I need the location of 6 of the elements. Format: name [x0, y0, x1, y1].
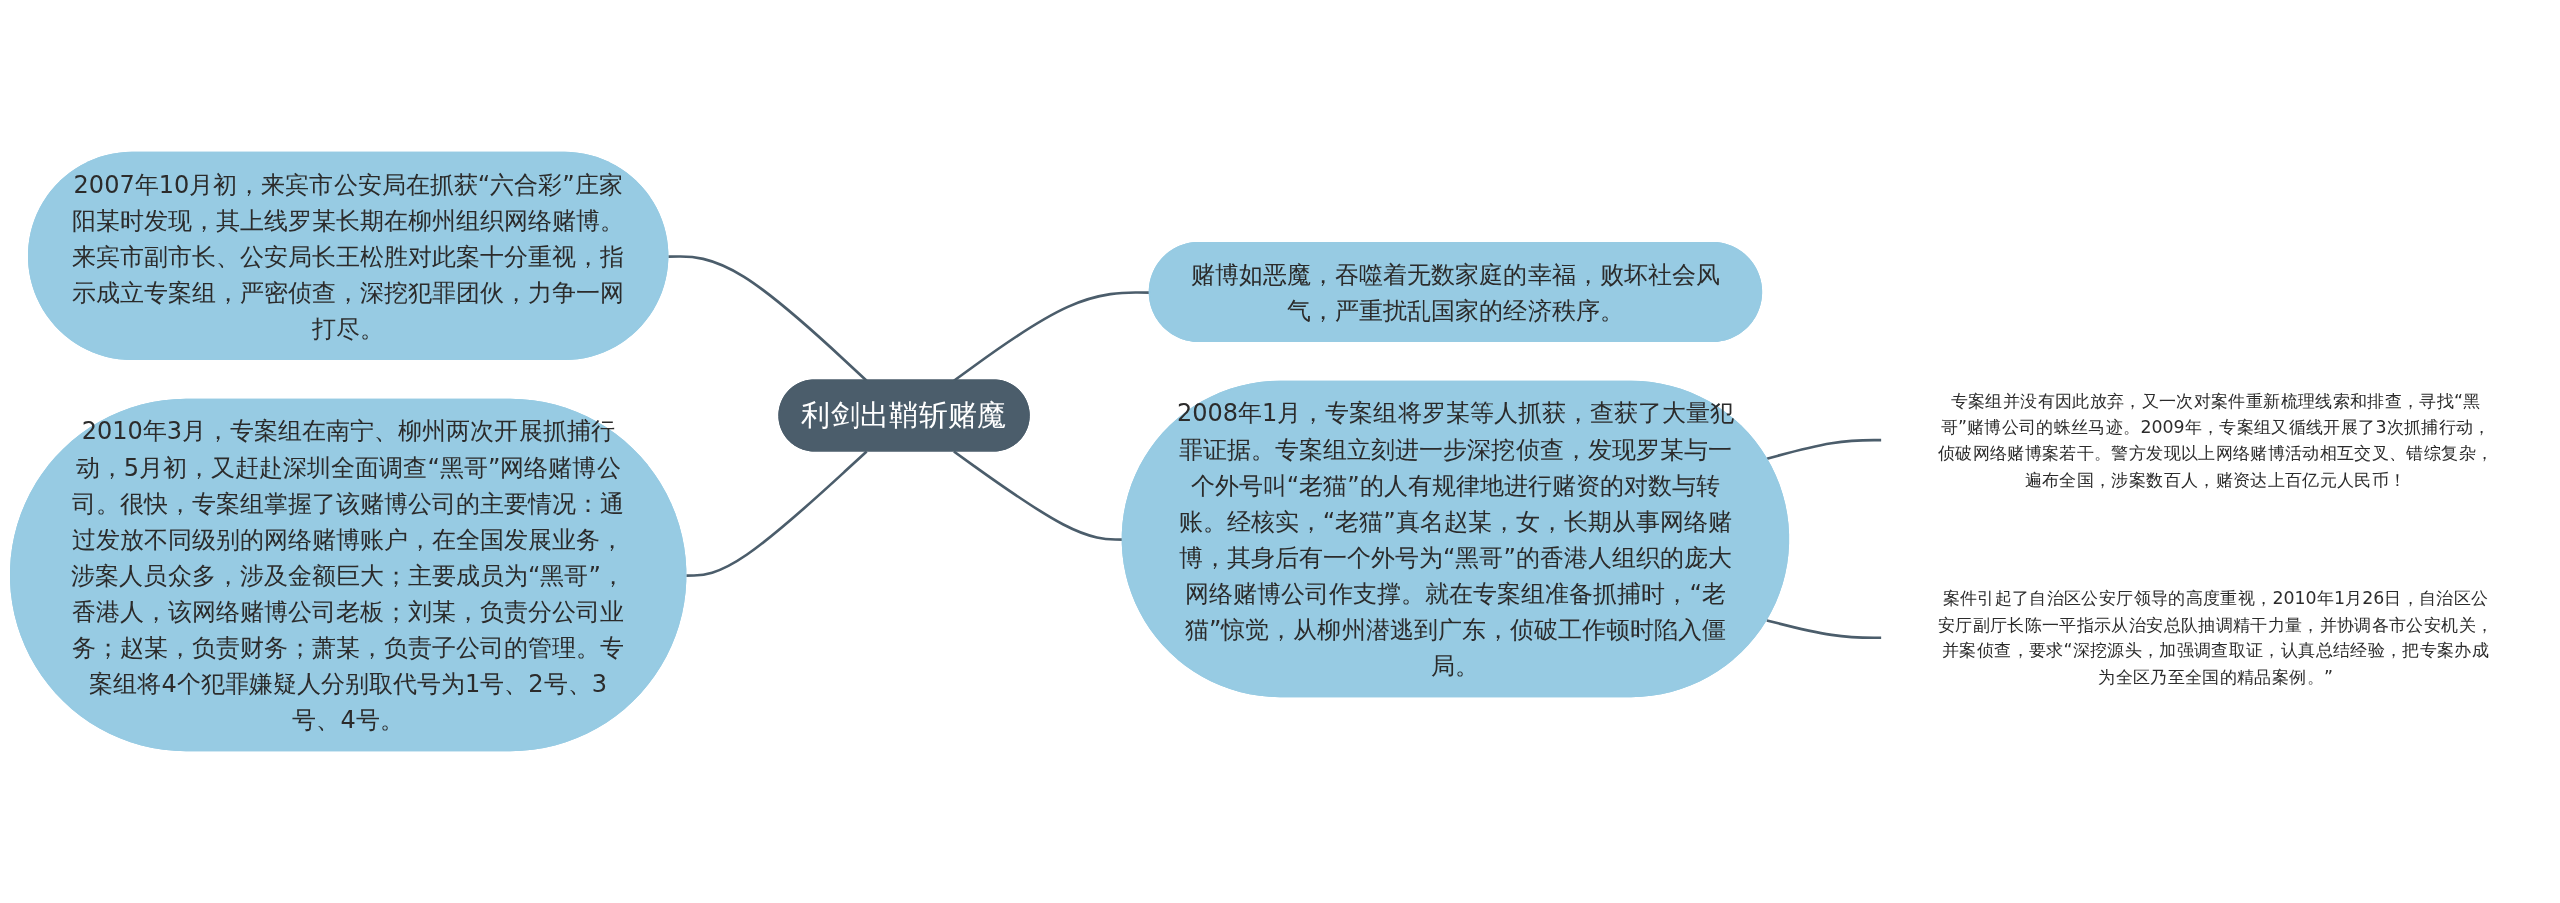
connector [668, 255, 868, 382]
connector [686, 450, 868, 577]
node-text: 案件引起了自治区公安厅领导的高度重视，2010年1月26日，自治区公安厅副厅长陈一平指示从治安总队抽调精干力量，并协调各市公安机关，并案侦查，要求“深挖源头，加强调查取证，认真总结经验，把专案办成为全区乃至全国的精品案例。” [1937, 588, 2494, 687]
connector [1766, 438, 1882, 461]
node-text: 专案组并没有因此放弃，又一次对案件重新梳理线索和排查，寻找“黑哥”赌博公司的蛛丝马迹。2009年，专案组又循线开展了3次抓捕行动，侦破网络赌博案若干。警方发现以上网络赌博活动相互交叉、错综复杂，遍布全国，涉案数百人，赌资达上百亿元人民币！ [1937, 390, 2494, 489]
connector [1766, 619, 1882, 640]
